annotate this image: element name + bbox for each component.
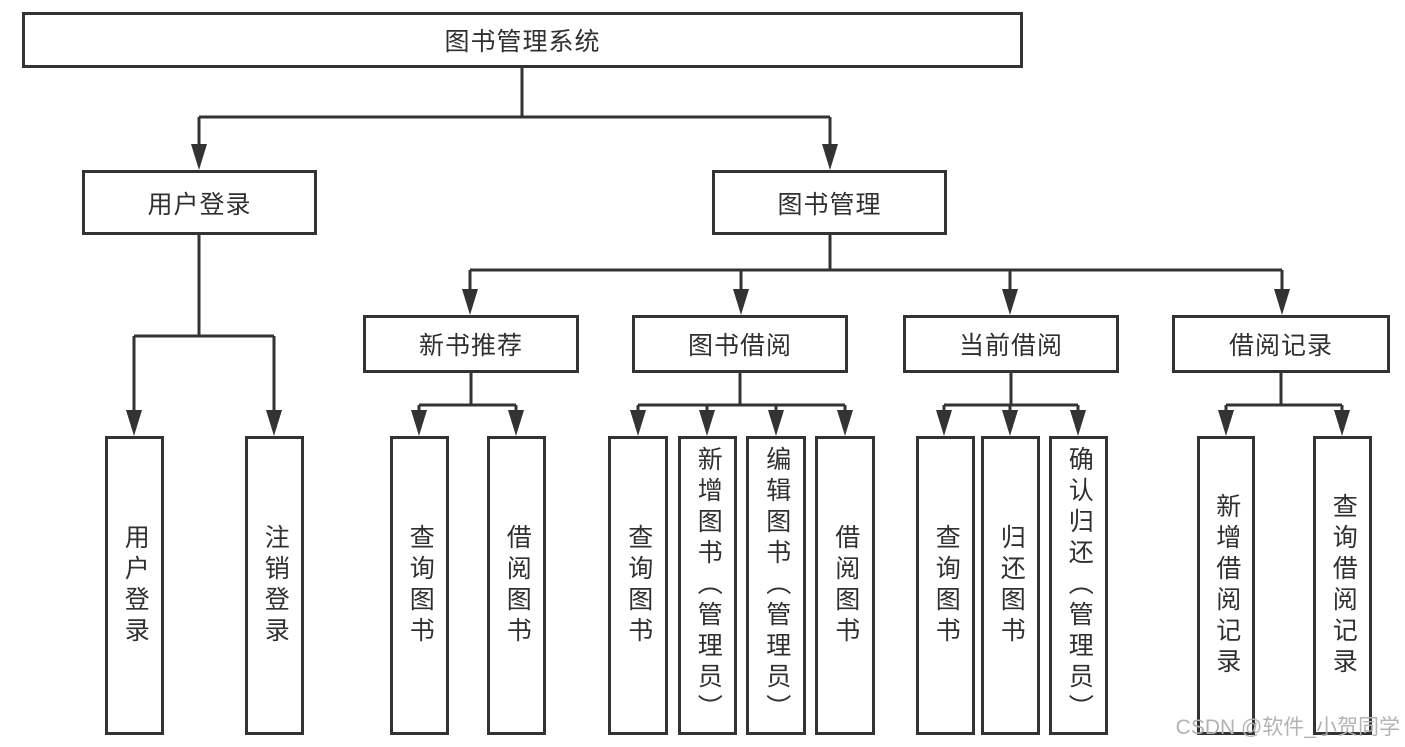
leaf-borrow-query-books: 查询图书 <box>608 436 668 735</box>
leaf-add-books-admin: 新增图书（管理员） <box>678 436 737 735</box>
leaf-recommend-borrow-books-label: 借阅图书 <box>503 523 532 648</box>
node-new-book-recommend-label: 新书推荐 <box>418 332 523 360</box>
node-new-book-recommend: 新书推荐 <box>363 315 579 373</box>
leaf-add-borrow-record: 新增借阅记录 <box>1197 436 1255 735</box>
leaf-add-books-admin-label: 新增图书（管理员） <box>694 446 723 725</box>
node-borrow-records-label: 借阅记录 <box>1228 332 1333 360</box>
leaf-user-login-label: 用户登录 <box>121 523 150 648</box>
leaf-logout: 注销登录 <box>245 436 304 735</box>
leaf-edit-books-admin-label: 编辑图书（管理员） <box>762 446 791 725</box>
node-current-borrow: 当前借阅 <box>903 315 1119 373</box>
leaf-current-query-books-label: 查询图书 <box>932 523 961 648</box>
node-borrow-records: 借阅记录 <box>1172 315 1390 373</box>
leaf-borrow-borrow-books: 借阅图书 <box>815 436 875 735</box>
leaf-recommend-query-books-label: 查询图书 <box>406 523 435 648</box>
leaf-current-query-books: 查询图书 <box>916 436 975 735</box>
leaf-logout-label: 注销登录 <box>261 523 290 648</box>
leaf-recommend-query-books: 查询图书 <box>390 436 449 735</box>
node-book-management-label: 图书管理 <box>777 190 882 219</box>
leaf-borrow-borrow-books-label: 借阅图书 <box>831 523 860 648</box>
leaf-edit-books-admin: 编辑图书（管理员） <box>746 436 806 735</box>
leaf-query-borrow-record-label: 查询借阅记录 <box>1329 492 1358 679</box>
leaf-add-borrow-record-label: 新增借阅记录 <box>1212 492 1241 679</box>
leaf-borrow-query-books-label: 查询图书 <box>624 523 653 648</box>
leaf-query-borrow-record: 查询借阅记录 <box>1313 436 1372 735</box>
node-current-borrow-label: 当前借阅 <box>958 332 1063 360</box>
arrowheads <box>126 144 1350 436</box>
node-user-login: 用户登录 <box>82 170 317 235</box>
leaf-recommend-borrow-books: 借阅图书 <box>487 436 546 735</box>
node-book-borrow-label: 图书借阅 <box>687 332 792 360</box>
leaf-confirm-return-admin: 确认归还（管理员） <box>1049 436 1108 735</box>
leaf-confirm-return-admin-label: 确认归还（管理员） <box>1065 446 1094 725</box>
node-book-management: 图书管理 <box>712 170 947 235</box>
node-root: 图书管理系统 <box>22 12 1023 68</box>
leaf-user-login: 用户登录 <box>105 436 164 735</box>
leaf-return-books-label: 归还图书 <box>997 523 1026 648</box>
watermark: CSDN @软件_小贺同学 <box>1175 716 1400 739</box>
leaf-return-books: 归还图书 <box>981 436 1040 735</box>
node-root-label: 图书管理系统 <box>444 28 601 56</box>
node-user-login-label: 用户登录 <box>147 190 252 219</box>
node-book-borrow: 图书借阅 <box>632 315 848 373</box>
